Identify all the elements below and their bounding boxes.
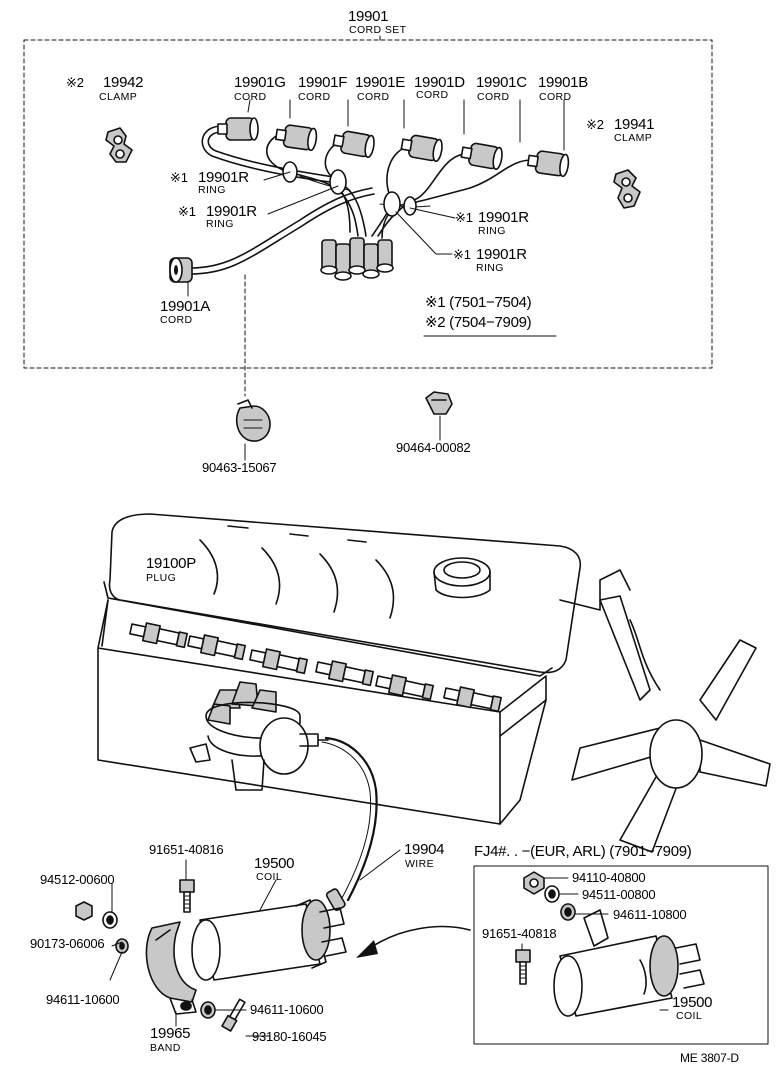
inset-title: FJ4#. . −(EUR, ARL) (7901−7909) bbox=[474, 843, 692, 860]
bolt-93180: 93180-16045 bbox=[252, 1029, 327, 1044]
inset-nut: 94110-40800 bbox=[572, 870, 646, 885]
ignition-coil-main bbox=[191, 899, 347, 981]
inset-coil-name: COIL bbox=[676, 1010, 703, 1022]
clamp-19942-number: 19942 bbox=[103, 74, 144, 91]
cord-a-name: CORD bbox=[160, 314, 193, 326]
bolt-93180-icon bbox=[221, 998, 246, 1032]
clamp-19942-mark: ※2 bbox=[66, 75, 84, 90]
clamp-19941-name: CLAMP bbox=[614, 132, 653, 144]
inset-hardware bbox=[515, 871, 576, 985]
washer-94512: 94512-00600 bbox=[40, 872, 115, 887]
band-number: 19965 bbox=[150, 1025, 191, 1042]
spark-plugs bbox=[129, 622, 502, 713]
engine-block bbox=[97, 513, 582, 825]
ring-1-number: 19901R bbox=[198, 169, 249, 186]
ring-1-name: RING bbox=[198, 184, 226, 196]
ring-1-mark: ※1 bbox=[170, 170, 188, 185]
inset-washer-2: 94611-10800 bbox=[613, 907, 687, 922]
inset-washer-1: 94511-00800 bbox=[582, 887, 656, 902]
cord-c-name: CORD bbox=[477, 91, 510, 103]
leader-lines-lower bbox=[109, 849, 401, 1037]
ring-2-mark: ※1 bbox=[178, 204, 196, 219]
cord-b-number: 19901B bbox=[538, 74, 588, 91]
cord-d-number: 19901D bbox=[414, 74, 465, 91]
cord-set-boundary bbox=[23, 39, 713, 369]
cooling-fan bbox=[559, 569, 771, 853]
cord-d-name: CORD bbox=[416, 89, 449, 101]
clamp-19941-icon bbox=[613, 169, 641, 209]
cord-g-name: CORD bbox=[234, 91, 267, 103]
distributor bbox=[189, 681, 329, 791]
cord-e-number: 19901E bbox=[355, 74, 405, 91]
leader-lines-inset bbox=[521, 877, 669, 1011]
inset-bolt: 91651-40818 bbox=[482, 926, 557, 941]
nut-90173: 90173-06006 bbox=[30, 936, 105, 951]
coil-wire-19904 bbox=[324, 736, 378, 902]
washer-94512-icon bbox=[102, 911, 118, 929]
coil-wire-outline bbox=[321, 741, 372, 899]
ring-3-number: 19901R bbox=[478, 209, 529, 226]
clamp-19942-name: CLAMP bbox=[99, 91, 138, 103]
clamp-19941-mark: ※2 bbox=[586, 117, 604, 132]
washer-94611-bottom-icon bbox=[200, 1001, 216, 1019]
ring-2-number: 19901R bbox=[206, 203, 257, 220]
cord-set-name: CORD SET bbox=[349, 24, 407, 36]
bolt-91651-40816: 91651-40816 bbox=[149, 842, 224, 857]
clamp-19942-icon bbox=[105, 127, 133, 163]
washer-94611-left-icon bbox=[115, 938, 129, 954]
ignition-coil-inset bbox=[553, 909, 705, 1017]
cord-a-number: 19901A bbox=[160, 298, 210, 315]
separator-rings bbox=[282, 161, 417, 217]
cord-f-name: CORD bbox=[298, 91, 331, 103]
wire-number: 19904 bbox=[404, 841, 445, 858]
diagram-ref: ME 3807-D bbox=[680, 1051, 739, 1065]
leader-lines-cord-set bbox=[187, 35, 565, 337]
ring-4-number: 19901R bbox=[476, 246, 527, 263]
clamp-19941-number: 19941 bbox=[614, 116, 655, 133]
distributor-end-boots bbox=[320, 237, 394, 281]
ring-2-name: RING bbox=[206, 218, 234, 230]
inset-box bbox=[473, 865, 769, 1045]
coil-band bbox=[145, 921, 197, 1015]
coil-number: 19500 bbox=[254, 855, 295, 872]
cord-c-number: 19901C bbox=[476, 74, 527, 91]
plug-number: 19100P bbox=[146, 555, 196, 572]
cord-boots bbox=[169, 117, 570, 283]
clamp-90463-number: 90463-15067 bbox=[202, 460, 277, 475]
bolt-91651-40816-icon bbox=[179, 879, 195, 913]
inset-coil-number: 19500 bbox=[672, 994, 713, 1011]
ring-3-mark: ※1 bbox=[455, 210, 473, 225]
cord-set-number: 19901 bbox=[348, 8, 389, 25]
inset-arrow-head bbox=[356, 940, 378, 958]
cord-g-number: 19901G bbox=[234, 74, 286, 91]
washer-94611-left: 94611-10600 bbox=[46, 992, 120, 1007]
wire-boot bbox=[325, 888, 346, 912]
ring-4-mark: ※1 bbox=[453, 247, 471, 262]
washer-94611-bottom: 94611-10600 bbox=[250, 1002, 324, 1017]
wire-name: WIRE bbox=[405, 858, 435, 870]
coil-name: COIL bbox=[256, 871, 283, 883]
cord-e-name: CORD bbox=[357, 91, 390, 103]
note-2: ※2 (7504−7909) bbox=[425, 314, 532, 331]
clamp-90464-number: 90464-00082 bbox=[396, 440, 471, 455]
cord-b-name: CORD bbox=[539, 91, 572, 103]
cord-f-number: 19901F bbox=[298, 74, 348, 91]
band-name: BAND bbox=[150, 1042, 181, 1054]
inset-arrow bbox=[369, 925, 471, 949]
nut-90173-icon bbox=[75, 901, 93, 921]
note-1: ※1 (7501−7504) bbox=[425, 294, 532, 311]
plug-name: PLUG bbox=[146, 572, 177, 584]
clamp-90463-icon bbox=[235, 399, 271, 442]
clamp-leaders bbox=[244, 415, 441, 461]
ring-3-name: RING bbox=[478, 225, 506, 237]
ring-4-name: RING bbox=[476, 262, 504, 274]
clamp-90464-icon bbox=[425, 391, 453, 415]
